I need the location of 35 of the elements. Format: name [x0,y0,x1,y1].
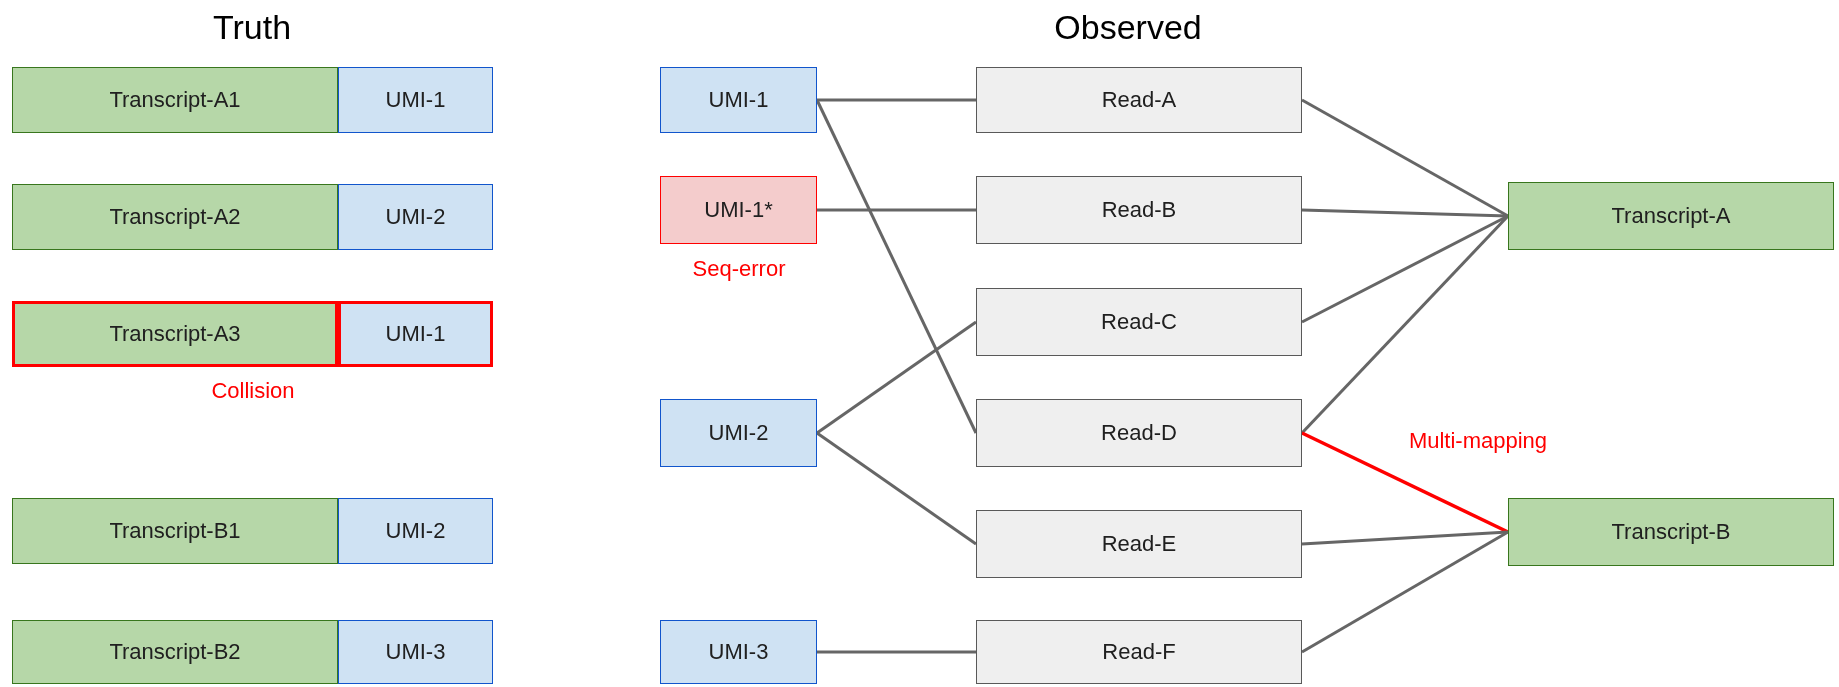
connector-line [817,650,976,654]
transcript-box: Transcript-B2 [12,620,338,684]
transcript-box: Transcript-A [1508,182,1834,250]
read-box: Read-C [976,288,1302,356]
annotation-text: Seq-error [692,256,786,282]
umi-box: UMI-2 [660,399,817,467]
read-box: Read-A [976,67,1302,133]
umi-box: UMI-1 [338,67,493,133]
umi-box: UMI-1* [660,176,817,244]
connector-line [817,208,976,212]
read-box: Read-E [976,510,1302,578]
read-box: Read-B [976,176,1302,244]
connector-line [1301,530,1509,546]
umi-box: UMI-1 [660,67,817,133]
connector-line [816,320,977,435]
transcript-box: Transcript-A2 [12,184,338,250]
umi-box: UMI-2 [338,184,493,250]
transcript-box: Transcript-B1 [12,498,338,564]
section-heading: Observed [1054,8,1202,47]
read-box: Read-F [976,620,1302,684]
connector-line [1301,530,1509,654]
transcript-box: Transcript-A3 [12,301,338,367]
umi-box: UMI-3 [660,620,817,684]
section-heading: Truth [212,8,292,47]
umi-box: UMI-3 [338,620,493,684]
transcript-box: Transcript-B [1508,498,1834,566]
connector-line [817,98,976,102]
connector-line [816,431,977,546]
umi-box: UMI-1 [338,301,493,367]
annotation-text: Collision [211,378,295,404]
read-box: Read-D [976,399,1302,467]
connector-line [815,99,978,434]
connector-line [1301,431,1509,534]
umi-box: UMI-2 [338,498,493,564]
transcript-box: Transcript-A1 [12,67,338,133]
